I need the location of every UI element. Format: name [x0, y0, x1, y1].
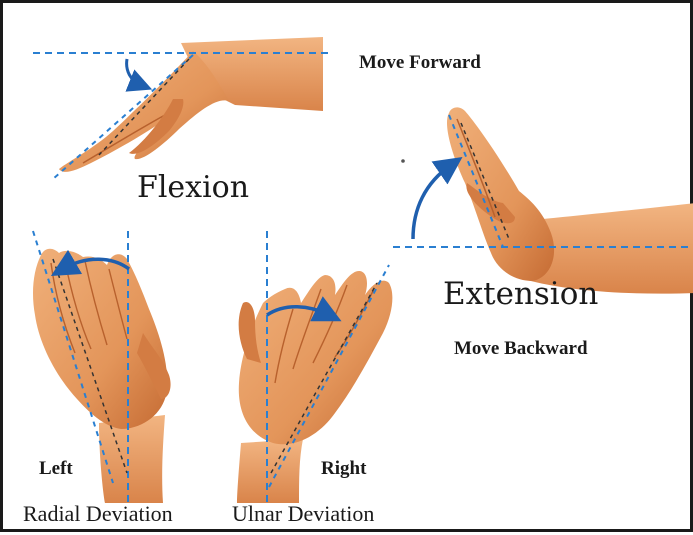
ulnar-deviation-hand-figure: [237, 271, 392, 503]
flexion-hand: [59, 51, 229, 172]
extension-arrow: [413, 165, 451, 239]
ulnar-forearm: [237, 439, 303, 503]
wrist-motion-illustration: [3, 3, 693, 535]
flexion-arrow: [127, 59, 141, 85]
radial-forearm: [99, 415, 165, 503]
left-label: Left: [39, 459, 73, 478]
right-label: Right: [321, 459, 366, 478]
flexion-label: Flexion: [137, 173, 249, 203]
guide-dot: [401, 159, 405, 163]
extension-label: Extension: [443, 279, 598, 310]
radial-deviation-label: Radial Deviation: [23, 503, 173, 525]
move-forward-label: Move Forward: [359, 53, 481, 72]
move-backward-label: Move Backward: [454, 339, 588, 358]
ulnar-deviation-label: Ulnar Deviation: [232, 503, 374, 525]
